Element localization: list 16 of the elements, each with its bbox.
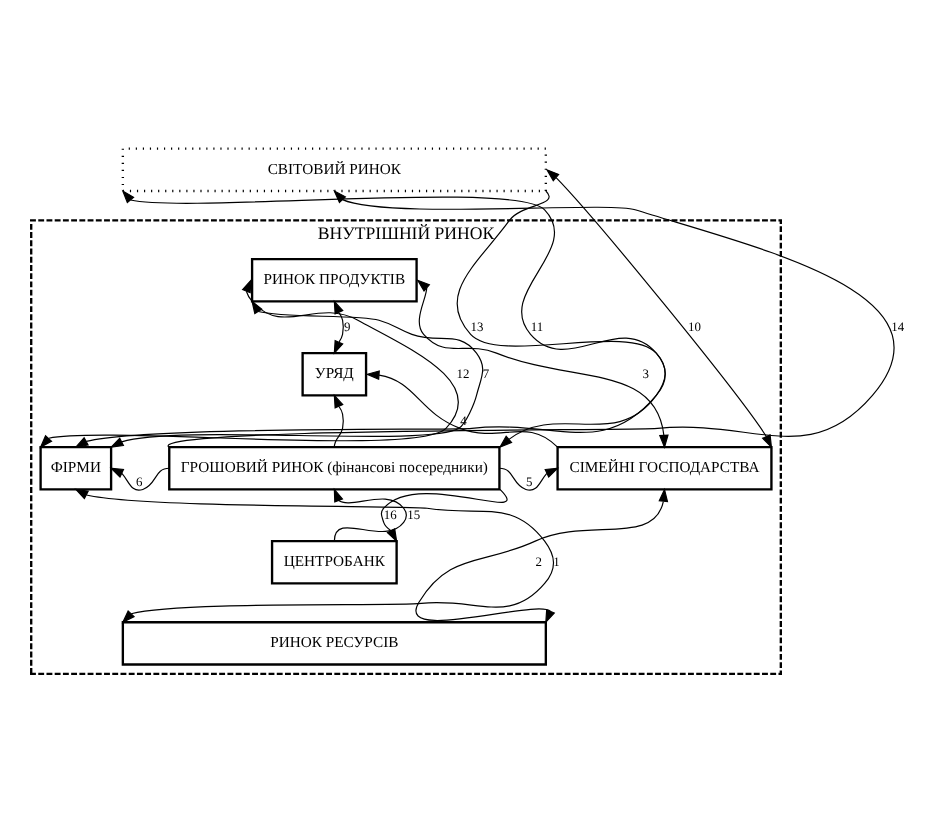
arrow xyxy=(39,277,459,448)
arrow xyxy=(74,487,555,623)
arrow xyxy=(380,487,508,542)
arrow xyxy=(415,486,669,623)
arrow xyxy=(109,298,484,447)
arrow xyxy=(333,298,345,354)
arrow xyxy=(74,188,666,447)
arrow xyxy=(498,466,560,490)
arrow xyxy=(416,278,669,448)
arrow xyxy=(333,392,345,447)
arrow xyxy=(545,167,773,448)
arrow xyxy=(109,466,170,490)
arrow xyxy=(365,369,559,447)
arrow xyxy=(456,189,666,448)
arrow xyxy=(168,188,895,447)
arrow xyxy=(333,486,408,541)
